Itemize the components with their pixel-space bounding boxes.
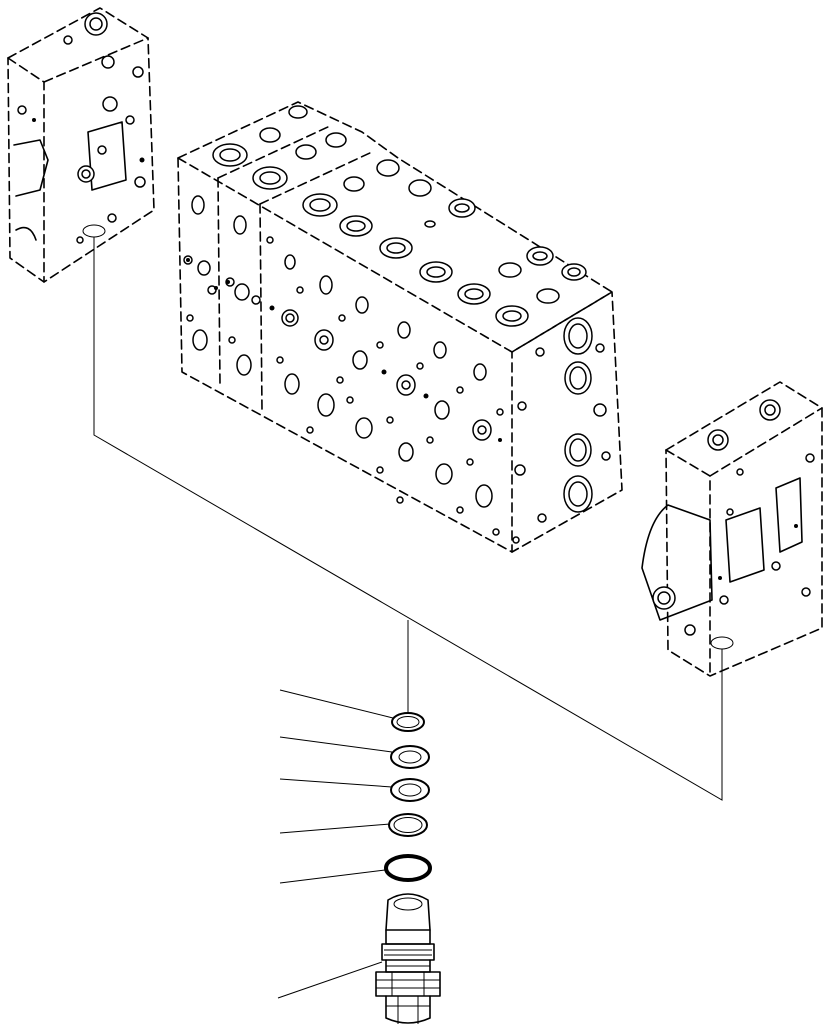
o-ring-3 — [384, 854, 432, 882]
right-end-section — [641, 381, 823, 677]
backup-ring-2 — [390, 778, 430, 802]
top-ports — [212, 105, 587, 327]
o-ring-1 — [391, 712, 425, 732]
leader-lines — [277, 689, 394, 999]
right-face-ports — [512, 317, 611, 544]
relief-valve-cartridge — [375, 893, 441, 1024]
backup-ring-1 — [390, 745, 430, 769]
left-end-section — [7, 7, 155, 283]
main-valve-block — [177, 101, 623, 553]
o-ring-2 — [388, 813, 428, 837]
port-ring-right — [710, 636, 734, 650]
assembly-connector-lines — [93, 237, 723, 801]
port-ring-left — [82, 224, 106, 238]
front-face-ports — [183, 195, 504, 536]
